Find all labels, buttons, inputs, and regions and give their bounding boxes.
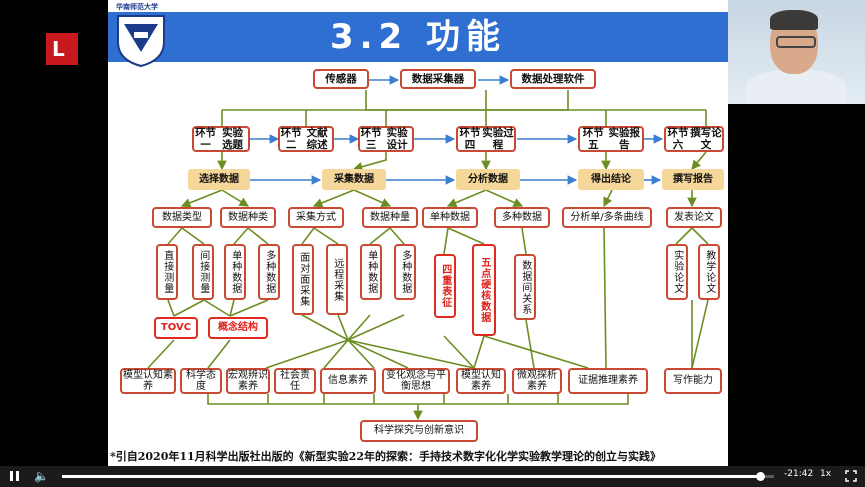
node-data-amount: 数据种量 [362,207,418,228]
comp-micro-analysis: 微观探析素养 [512,368,562,394]
pause-button[interactable] [8,470,22,483]
stage-2: 环节二文献综述 [278,126,334,152]
comp-macro-identify: 宏观辨识素养 [226,368,270,394]
progress-fill [62,475,760,478]
stage-5: 环节五实验报告 [578,126,644,152]
tool-data-software: 数据处理软件 [510,69,596,89]
progress-bar[interactable] [62,472,774,481]
fullscreen-icon[interactable] [845,470,857,482]
pause-icon [10,471,13,481]
node-collect-method: 采集方式 [288,207,344,228]
step-select-data: 选择数据 [188,169,250,190]
progress-handle[interactable] [755,472,765,481]
node-face-to-face: 面对面采集 [292,244,314,315]
comp-science-attitude: 科学态度 [180,368,222,394]
node-indirect-measure: 间接测量 [192,244,214,300]
node-data-relations: 数据间关系 [514,254,536,320]
presenter-hair [770,10,818,30]
comp-model-cognition-2: 模型认知素养 [456,368,506,394]
stage-6: 环节六撰写论文 [664,126,724,152]
presenter-glasses [776,36,816,48]
comp-change-balance: 变化观念与平衡思想 [382,368,450,394]
node-remote-collect: 远程采集 [326,244,348,315]
university-shield-icon [117,15,165,68]
node-single-amount: 单种数据 [360,244,382,300]
comp-evidence-reasoning: 证据推理素养 [568,368,648,394]
node-multi-amount: 多种数据 [394,244,416,300]
node-concept-structure: 概念结构 [208,317,268,339]
university-name: 华南师范大学 [116,3,158,11]
stage-4: 环节四实验过程 [456,126,516,152]
node-inquiry-innovation: 科学探究与创新意识 [360,420,478,442]
node-single-data: 单种数据 [422,207,478,228]
step-conclusion: 得出结论 [578,169,644,190]
node-data-type: 数据类型 [152,207,212,228]
step-collect-data: 采集数据 [322,169,386,190]
node-tovc: TOVC [154,317,198,339]
node-four-representations: 四重表征 [434,254,456,318]
pause-icon-bar [16,471,19,481]
footnote: *引自2020年11月科学出版社出版的《新型实验22年的探索：手持技术数字化化学… [110,450,661,463]
comp-writing: 写作能力 [664,368,722,394]
slide: 3.2 功能 华南师范大学 [108,0,728,466]
tool-data-collector: 数据采集器 [400,69,476,89]
speed-button[interactable]: 1x [820,469,832,479]
node-analyze-curves: 分析单/多条曲线 [562,207,652,228]
node-teaching-paper: 教学论文 [698,244,720,300]
title-bar [108,12,728,62]
step-analyze-data: 分析数据 [456,169,520,190]
diagram-connectors [147,75,709,421]
node-five-core-data: 五点硬核数据 [472,244,496,336]
node-direct-measure: 直接测量 [156,244,178,300]
node-experiment-paper: 实验论文 [666,244,688,300]
presenter-body [746,70,846,104]
volume-icon[interactable]: 🔈 [34,469,49,483]
node-multi-data: 多种数据 [494,207,550,228]
time-remaining: -21:42 [784,469,814,479]
stage-3: 环节三实验设计 [358,126,414,152]
node-multi-kind: 多种数据 [258,244,280,300]
node-data-kind: 数据种类 [220,207,276,228]
presenter-webcam [728,0,865,104]
step-write-report: 撰写报告 [662,169,724,190]
slide-title: 3.2 功能 [329,17,507,57]
comp-model-cognition: 模型认知素养 [120,368,176,394]
node-single-kind: 单种数据 [224,244,246,300]
player-controls: 🔈 -21:42 1x [0,466,865,487]
node-publish-paper: 发表论文 [666,207,722,228]
comp-social-responsibility: 社会责任 [274,368,316,394]
comp-information-literacy: 信息素养 [320,368,376,394]
stage-1: 环节一实验选题 [192,126,250,152]
channel-logo: L [46,33,78,65]
tool-sensor: 传感器 [313,69,369,89]
